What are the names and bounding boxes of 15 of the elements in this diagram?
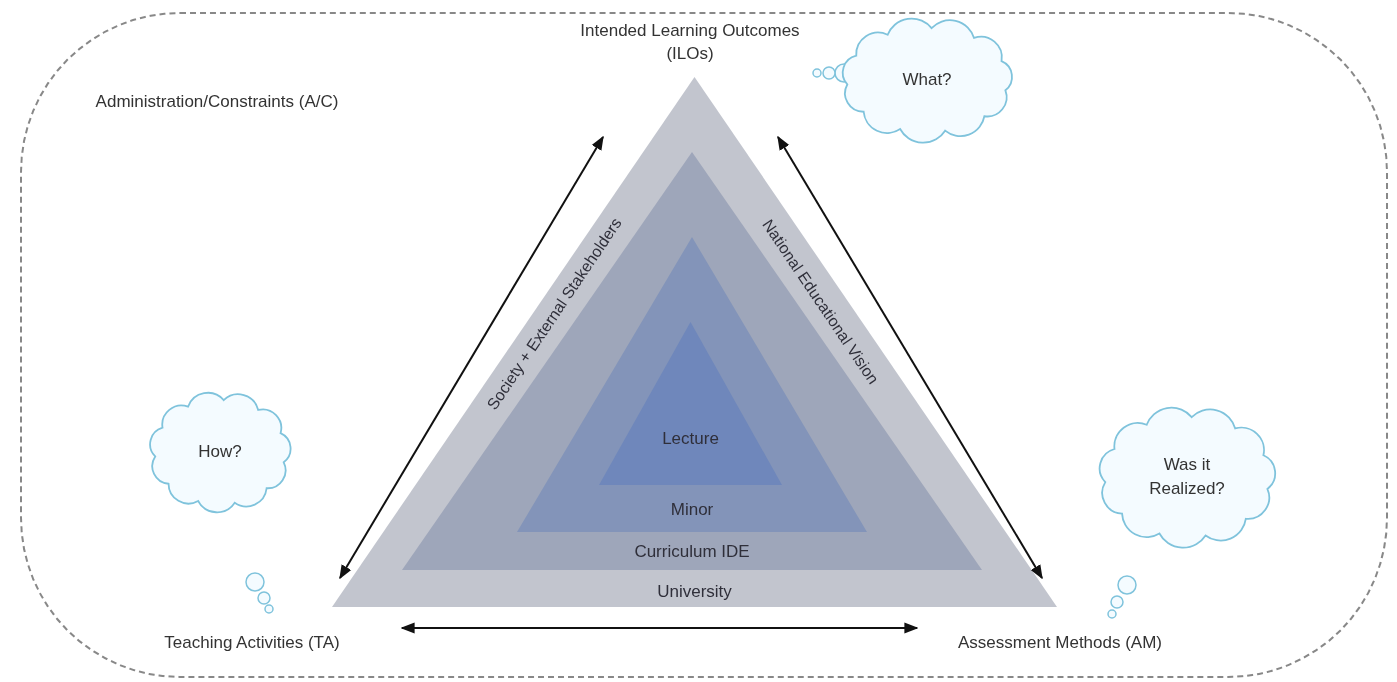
- layer-label: Lecture: [662, 428, 719, 450]
- double-arrow: [400, 622, 919, 634]
- corner-label: Intended Learning Outcomes (ILOs): [579, 20, 801, 65]
- corner-label: Assessment Methods (AM): [957, 631, 1163, 654]
- corner-label: Teaching Activities (TA): [164, 631, 340, 654]
- cloud-text: What?: [902, 69, 952, 91]
- double-arrow: [777, 135, 1043, 580]
- double-arrow: [339, 135, 604, 580]
- dashed-boundary: [20, 12, 1388, 678]
- layer-label: Minor: [670, 499, 714, 521]
- layer-label: Curriculum IDE: [634, 541, 750, 563]
- boundary-label: Administration/Constraints (A/C): [95, 92, 339, 111]
- cloud-text: How?: [198, 441, 242, 463]
- layer-label: University: [657, 581, 732, 603]
- cloud-text: Was it Realized?: [1148, 454, 1226, 500]
